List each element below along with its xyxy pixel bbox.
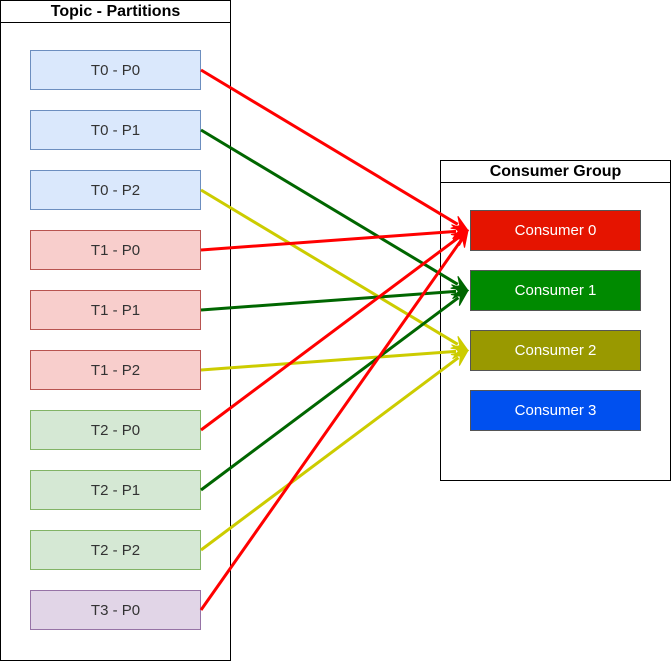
- partition-box: T1 - P0: [30, 230, 201, 270]
- assignment-edge: [200, 188, 459, 346]
- partition-box: T3 - P0: [30, 590, 201, 630]
- partition-box: T2 - P2: [30, 530, 201, 570]
- consumer-group-title: Consumer Group: [441, 161, 670, 183]
- consumer-box: Consumer 0: [470, 210, 641, 251]
- partition-box: T0 - P2: [30, 170, 201, 210]
- partition-box: T2 - P0: [30, 410, 201, 450]
- partition-box: T1 - P1: [30, 290, 201, 330]
- partition-box: T1 - P2: [30, 350, 201, 390]
- consumer-box: Consumer 1: [470, 270, 641, 311]
- assignment-edge: [200, 349, 457, 372]
- assignment-edge: [200, 229, 457, 252]
- topic-partitions-title: Topic - Partitions: [1, 1, 230, 23]
- assignment-edge: [200, 68, 459, 226]
- consumer-group-container: Consumer Group: [440, 160, 671, 481]
- partition-box: T0 - P0: [30, 50, 201, 90]
- partition-box: T2 - P1: [30, 470, 201, 510]
- partition-box: T0 - P1: [30, 110, 201, 150]
- assignment-edge: [200, 356, 460, 552]
- consumer-box: Consumer 2: [470, 330, 641, 371]
- assignment-edge: [200, 296, 460, 492]
- assignment-edge: [200, 128, 459, 286]
- assignment-edge: [200, 236, 460, 432]
- assignment-edge: [200, 289, 457, 312]
- assignment-edge: [199, 239, 463, 611]
- consumer-box: Consumer 3: [470, 390, 641, 431]
